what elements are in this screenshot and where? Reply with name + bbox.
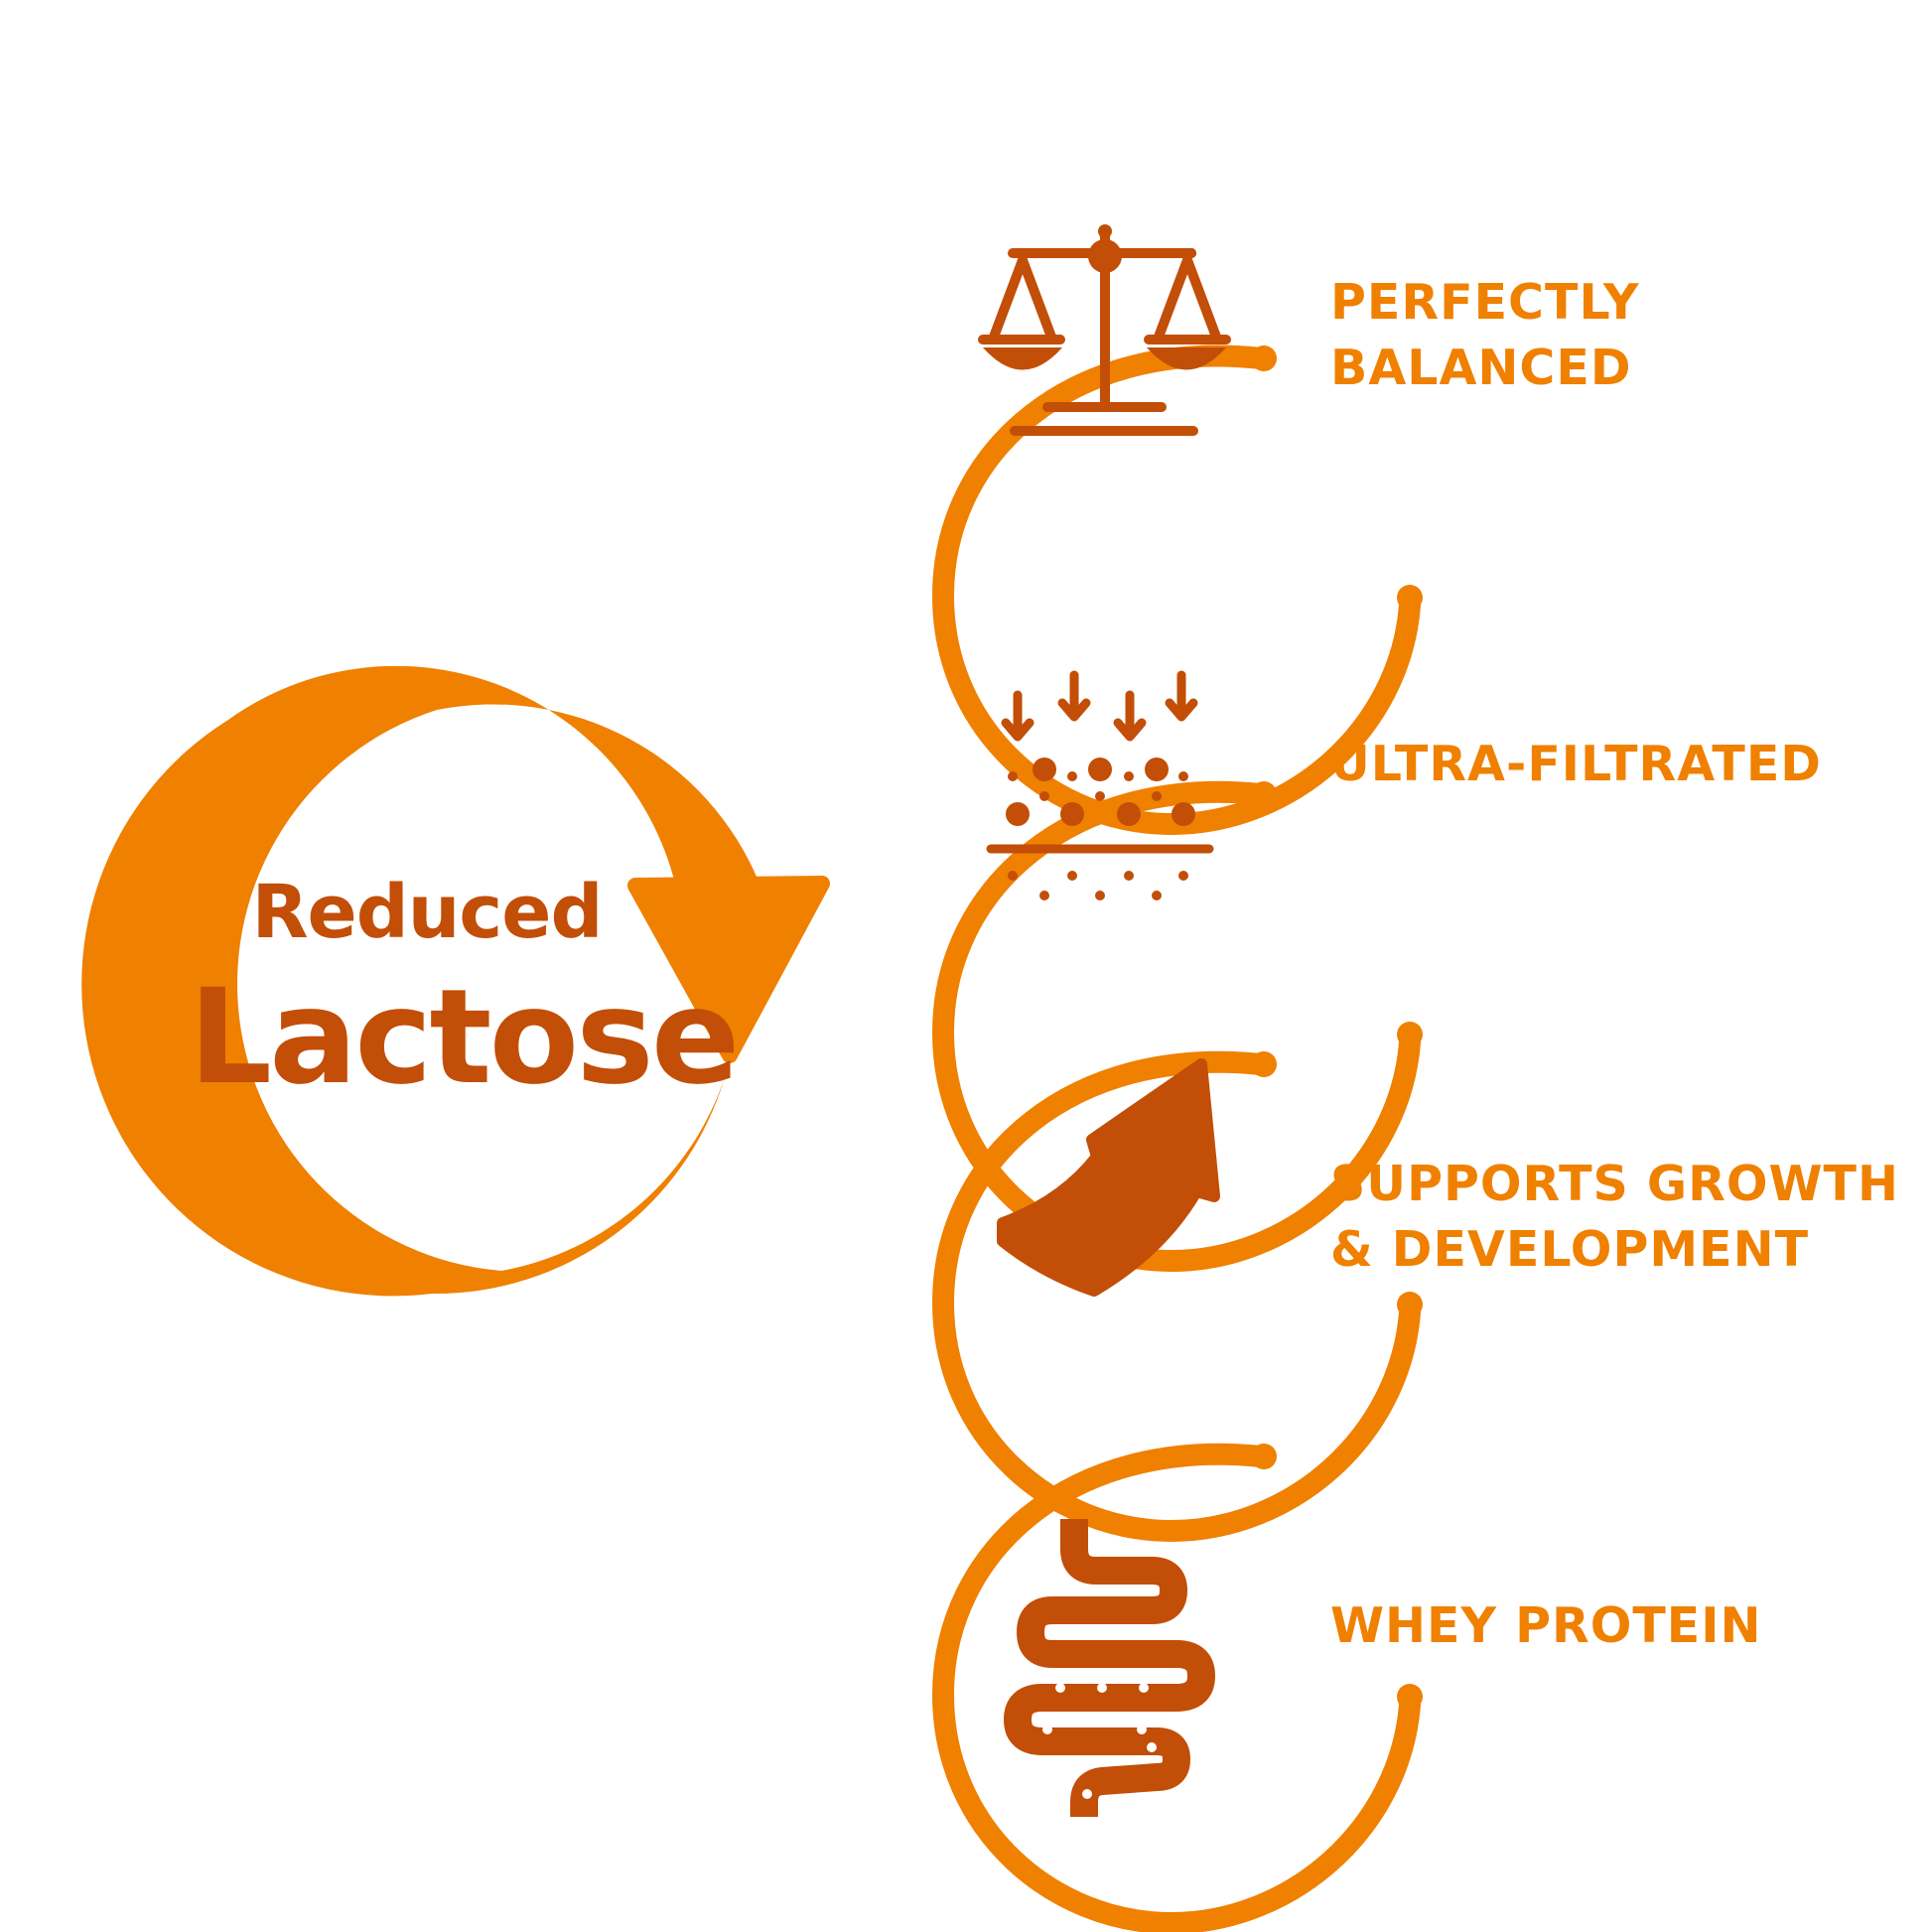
filtration-icon [986,670,1214,900]
balance-scale-fill [983,224,1226,370]
circular-arrow-icon [81,665,830,1297]
feature-ring-growth [931,1050,1423,1543]
feature-label-line: WHEY PROTEIN [1330,1597,1762,1654]
feature-label-line: BALANCED [1330,340,1632,396]
feature-label-filtrated: ULTRA-FILTRATED [1330,732,1822,797]
hero-title-line1: Reduced [251,870,604,955]
growth-arrow-icon [997,1058,1220,1297]
feature-label-line: & DEVELOPMENT [1330,1221,1810,1278]
feature-ring-filtrated [931,780,1423,1273]
feature-ring-whey [931,1443,1423,1932]
feature-label-line: SUPPORTS GROWTH [1330,1156,1899,1212]
feature-label-balanced: PERFECTLY BALANCED [1330,270,1640,401]
feature-label-line: PERFECTLY [1330,274,1640,331]
hero-title-line2: Lactose [189,961,740,1114]
feature-label-growth: SUPPORTS GROWTH & DEVELOPMENT [1330,1152,1899,1283]
digestive-system-icon [1004,1519,1215,1817]
feature-label-whey: WHEY PROTEIN [1330,1593,1762,1659]
feature-label-line: ULTRA-FILTRATED [1330,736,1822,792]
balance-scale-icon [978,225,1231,436]
